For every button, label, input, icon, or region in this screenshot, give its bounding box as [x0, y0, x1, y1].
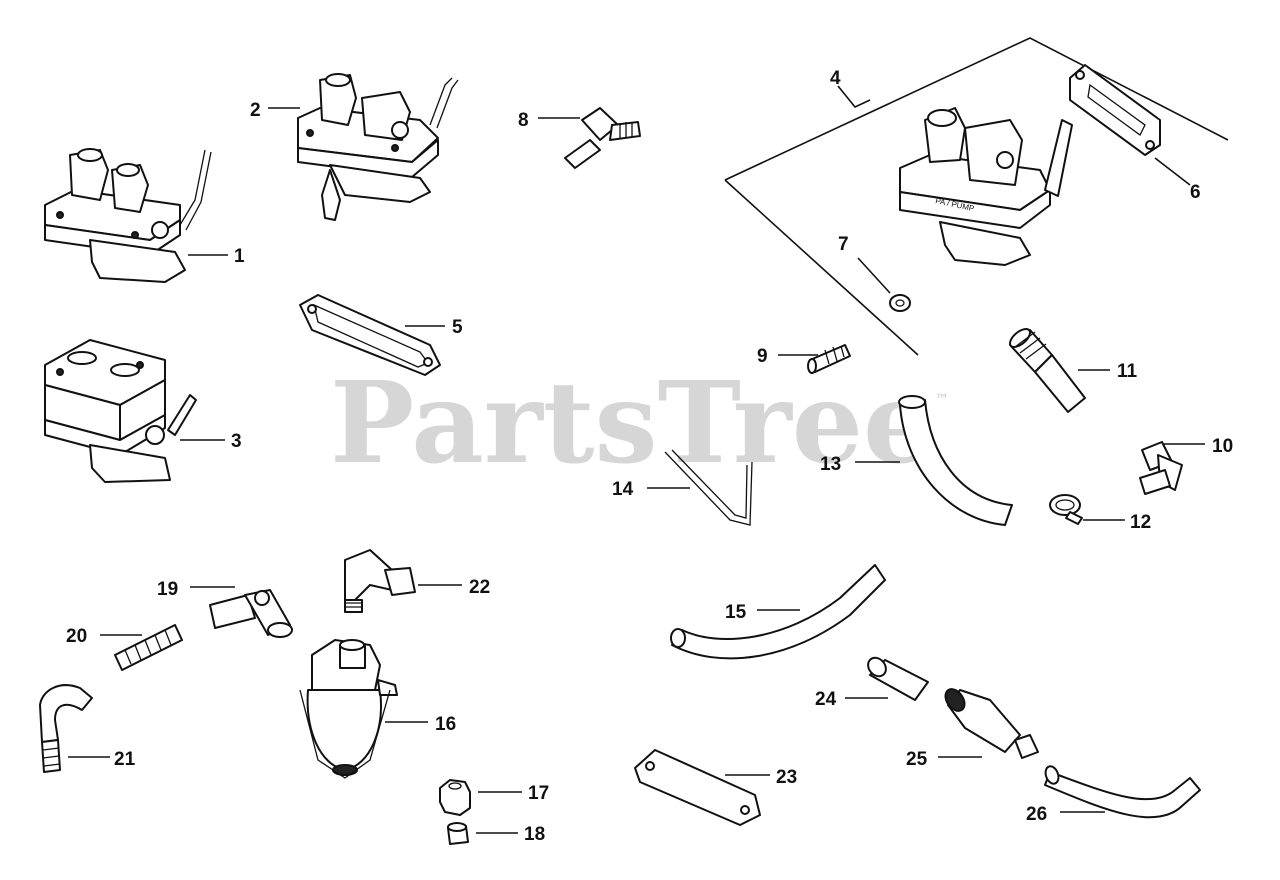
part-17-nut[interactable] [439, 779, 471, 816]
callout-11: 11 [1117, 361, 1138, 382]
watermark-trademark: ™ [935, 392, 949, 408]
callout-9: 9 [757, 346, 768, 367]
callout-3: 3 [231, 431, 242, 452]
callout-21: 21 [114, 749, 136, 770]
callout-23: 23 [776, 767, 797, 788]
part-13-hose[interactable] [898, 395, 1013, 526]
part-6-gasket[interactable] [1069, 64, 1161, 156]
part-14-wire-clip[interactable] [664, 449, 753, 526]
part-20-nipple[interactable] [114, 624, 183, 671]
callout-7: 7 [838, 234, 849, 255]
callout-17: 17 [528, 783, 549, 804]
part-8-elbow-fitting[interactable] [564, 107, 641, 169]
callout-4: 4 [830, 68, 841, 89]
part-16-fuel-filter[interactable] [299, 639, 398, 779]
part-18-sleeve[interactable] [447, 822, 469, 845]
kit-outline [724, 37, 1229, 356]
part-19-elbow-fitting[interactable] [209, 589, 293, 638]
part-10-elbow-fitting[interactable] [1139, 441, 1183, 495]
callout-19: 19 [157, 579, 178, 600]
leader-7 [857, 257, 891, 294]
callout-26: 26 [1026, 804, 1047, 825]
callout-2: 2 [250, 100, 261, 121]
callout-25: 25 [906, 749, 928, 770]
callout-8: 8 [518, 110, 529, 131]
part-4-fuel-pump-kit[interactable]: PA / PUMP [899, 107, 1073, 266]
part-23-gasket[interactable] [634, 749, 761, 826]
callout-24: 24 [815, 689, 837, 710]
callout-10: 10 [1212, 436, 1233, 457]
part-7-washer[interactable] [889, 294, 911, 312]
callout-12: 12 [1130, 512, 1151, 533]
callout-15: 15 [725, 602, 747, 623]
leader-6 [1154, 157, 1191, 186]
callout-6: 6 [1190, 182, 1201, 203]
watermark: PartsTree [330, 358, 934, 489]
part-21-elbow-hose[interactable] [39, 684, 93, 773]
callout-18: 18 [524, 824, 545, 845]
part-12-hose-clamp[interactable] [1049, 494, 1083, 525]
callout-16: 16 [435, 714, 456, 735]
callout-14: 14 [612, 479, 634, 500]
part-22-elbow[interactable] [344, 549, 416, 613]
part-1-fuel-pump[interactable] [44, 148, 212, 283]
part-9-screw[interactable] [807, 344, 851, 374]
callout-13: 13 [820, 454, 841, 475]
part-24-sleeve[interactable] [864, 654, 929, 701]
part-25-inline-filter[interactable] [942, 686, 1039, 759]
part-2-fuel-pump[interactable] [297, 73, 459, 221]
callout-5: 5 [452, 317, 463, 338]
callout-20: 20 [66, 626, 87, 647]
part-11-fitting[interactable] [1007, 326, 1086, 413]
part-15-hose[interactable] [670, 564, 886, 660]
part-26-hose[interactable] [1043, 764, 1201, 819]
part-3-fuel-pump[interactable] [44, 339, 197, 483]
callout-1: 1 [234, 246, 245, 267]
callout-22: 22 [469, 577, 490, 598]
part-5-gasket[interactable] [299, 294, 441, 376]
